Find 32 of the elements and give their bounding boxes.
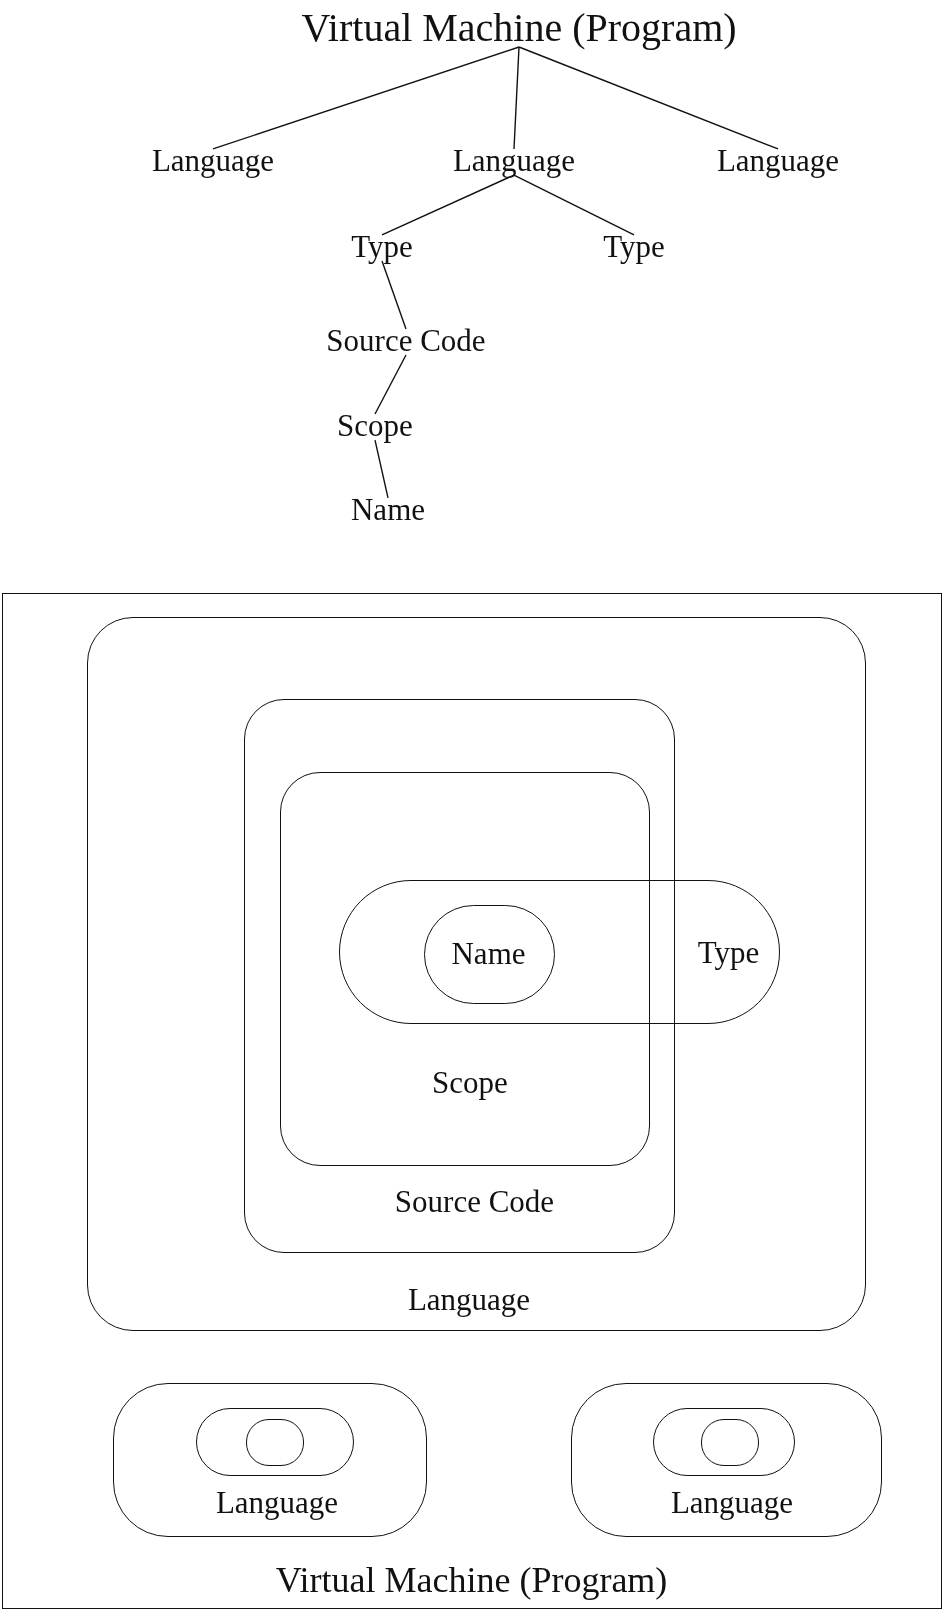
box-label: Language <box>670 1485 794 1521</box>
tree-line <box>381 260 407 330</box>
tree-label: Type <box>603 229 665 265</box>
rounded-box <box>570 1382 882 1537</box>
box-label: Language <box>215 1485 339 1521</box>
tree-label: Language <box>452 143 576 179</box>
tree-line <box>374 354 407 415</box>
tree-line <box>212 46 520 150</box>
rounded-box <box>112 1382 427 1537</box>
box-label: Name <box>451 936 526 971</box>
tree-label: Language <box>151 143 275 179</box>
box-label: Scope <box>432 1065 508 1101</box>
rounded-box <box>245 1418 304 1466</box>
tree-line <box>513 174 635 236</box>
tree-label: Virtual Machine (Program) <box>301 6 737 50</box>
tree-line <box>374 439 389 499</box>
rounded-box <box>279 771 650 1166</box>
rounded-box <box>86 616 866 1331</box>
tree-label: Scope <box>337 408 413 444</box>
box-label: Virtual Machine (Program) <box>275 1560 668 1601</box>
rounded-box <box>700 1418 759 1466</box>
tree-label: Language <box>716 143 840 179</box>
tree-label: Name <box>351 492 425 528</box>
tree-line <box>518 46 779 150</box>
rounded-box <box>244 699 675 1253</box>
tree-label: Type <box>351 229 413 265</box>
tree-label: Source Code <box>326 323 486 359</box>
box-label: Language <box>407 1282 531 1318</box>
box-label: Source Code <box>394 1184 555 1219</box>
box-label: Type <box>697 935 760 970</box>
frame-box <box>2 593 942 1609</box>
tree-line <box>513 46 520 150</box>
